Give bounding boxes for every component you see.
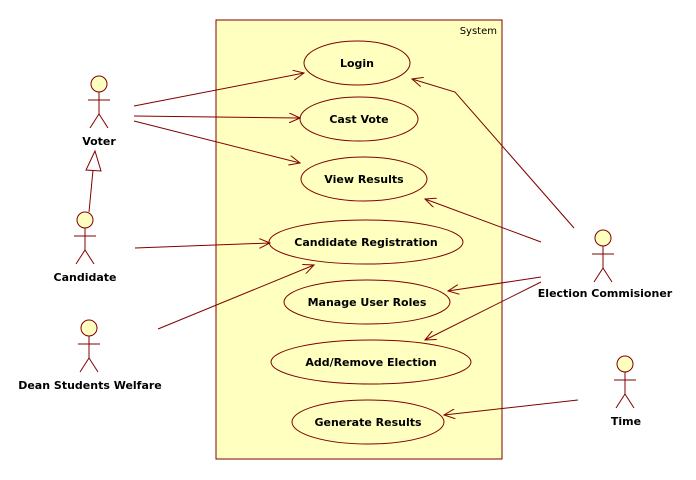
assoc-voter-cast-vote (133, 116, 300, 118)
use-case-login: Login (303, 40, 411, 86)
actor-voter-label: Voter (82, 135, 116, 148)
svg-text:Manage User Roles: Manage User Roles (308, 296, 427, 309)
assoc-voter-login (133, 73, 304, 107)
use-case-candidate-registration: Candidate Registration (268, 219, 464, 265)
assoc-ec-add-remove-election (425, 281, 542, 340)
generalization-candidate-voter (85, 149, 102, 213)
use-case-add-remove-election: Add/Remove Election (270, 339, 472, 385)
svg-text:Add/Remove Election: Add/Remove Election (305, 356, 436, 369)
actor-time-label: Time (611, 415, 641, 428)
use-case-view-results: View Results (300, 156, 428, 202)
svg-text:Generate Results: Generate Results (314, 416, 422, 429)
actor-candidate (74, 211, 96, 265)
assoc-voter-view-results (133, 120, 300, 163)
assoc-ec-view-results (425, 199, 542, 243)
assoc-ec-manage-roles (448, 276, 542, 291)
use-case-cast-vote: Cast Vote (299, 96, 419, 142)
actor-voter (88, 75, 110, 129)
assoc-ec-login (412, 79, 575, 229)
assoc-candidate-registration (134, 243, 270, 249)
actor-election-commissioner (592, 229, 614, 283)
svg-text:View Results: View Results (324, 173, 404, 186)
actor-dean-label: Dean Students Welfare (18, 379, 162, 392)
assoc-time-generate-results (444, 399, 579, 415)
assoc-dean-registration (157, 265, 314, 330)
actor-election-commissioner-label: Election Commisioner (538, 287, 673, 300)
actor-dean-students-welfare (78, 319, 100, 373)
actor-time (614, 355, 636, 409)
actor-candidate-label: Candidate (54, 271, 117, 284)
use-case-manage-user-roles: Manage User Roles (283, 279, 451, 325)
svg-text:Candidate Registration: Candidate Registration (294, 236, 437, 249)
use-case-generate-results: Generate Results (291, 399, 445, 445)
svg-text:Login: Login (340, 57, 374, 70)
system-label: System (460, 26, 497, 37)
svg-text:Cast Vote: Cast Vote (329, 113, 388, 126)
